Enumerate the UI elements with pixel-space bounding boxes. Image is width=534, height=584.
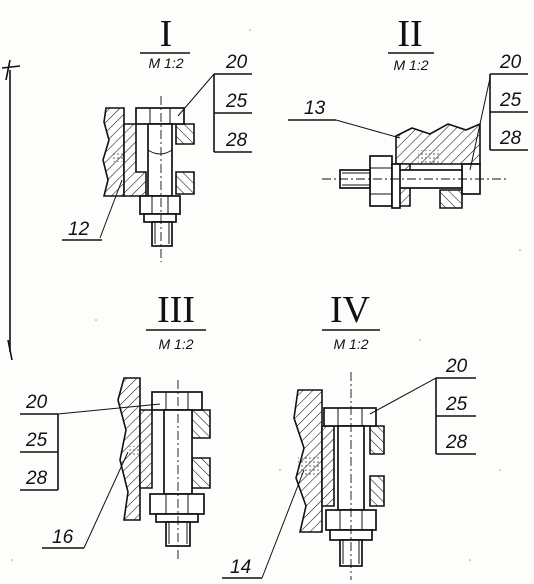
- view-2: II М 1:2 20 25 28: [288, 13, 528, 209]
- view-1-nut: [139, 195, 181, 215]
- paper-specks: [11, 29, 521, 561]
- view-3-callout-25: 25: [25, 430, 48, 451]
- view-1-callouts: 20 25 28: [177, 52, 252, 153]
- view-4: IV М 1:2 20: [222, 289, 476, 580]
- view-1-label-12: 12: [68, 219, 90, 240]
- view-4-numeral: IV: [330, 289, 371, 331]
- view-2-callout-28: 28: [499, 128, 522, 149]
- view-2-title: II М 1:2: [388, 13, 434, 73]
- view-3-nut: [149, 493, 205, 515]
- view-3-numeral: III: [157, 289, 195, 331]
- view-3-callout-20: 20: [25, 392, 48, 413]
- view-3-part-label: 16: [42, 451, 129, 549]
- view-2-numeral: II: [397, 13, 422, 55]
- view-1-thread-end: [151, 221, 173, 247]
- view-4-bolt-head: [323, 407, 377, 427]
- view-3-callouts: 20 25 28: [20, 392, 161, 491]
- view-2-label-13: 13: [304, 98, 326, 119]
- view-3-label-16: 16: [52, 527, 74, 548]
- view-2-scale: М 1:2: [393, 57, 428, 73]
- view-1-callout-20: 20: [225, 52, 248, 73]
- view-4-scale: М 1:2: [333, 336, 368, 352]
- view-1-bolt-head: [135, 107, 185, 125]
- view-4-callouts: 20 25 28: [369, 356, 476, 455]
- view-3-scale: М 1:2: [158, 336, 193, 352]
- view-2-callout-20: 20: [499, 52, 522, 73]
- view-2-callouts: 20 25 28: [469, 52, 528, 171]
- view-4-callout-28: 28: [445, 432, 468, 453]
- view-2-part-label: 13: [288, 98, 401, 139]
- view-3-bolt-head: [151, 391, 203, 411]
- view-4-label-14: 14: [230, 557, 251, 578]
- view-4-title: IV М 1:2: [322, 289, 380, 352]
- view-1-bracket: [123, 123, 147, 197]
- sheet-frame-fragment: [1, 59, 21, 361]
- view-2-callout-25: 25: [499, 90, 522, 111]
- view-2-nut: [369, 155, 393, 207]
- view-1-title: I М 1:2: [140, 13, 190, 71]
- view-1-part-label: 12: [62, 179, 123, 241]
- view-3-callout-28: 28: [25, 468, 48, 489]
- view-3: III М 1:2 2: [20, 289, 211, 562]
- view-1-numeral: I: [160, 13, 173, 55]
- view-1-callout-25: 25: [225, 91, 248, 112]
- view-4-part-label: 14: [222, 469, 305, 579]
- view-1-scale: М 1:2: [148, 55, 183, 71]
- view-1-bolt-shank: [147, 123, 173, 197]
- view-4-callout-25: 25: [445, 394, 468, 415]
- view-3-title: III М 1:2: [146, 289, 206, 352]
- view-4-callout-20: 20: [445, 356, 468, 377]
- view-1-callout-28: 28: [225, 130, 248, 151]
- view-1: I М 1:2: [62, 13, 252, 262]
